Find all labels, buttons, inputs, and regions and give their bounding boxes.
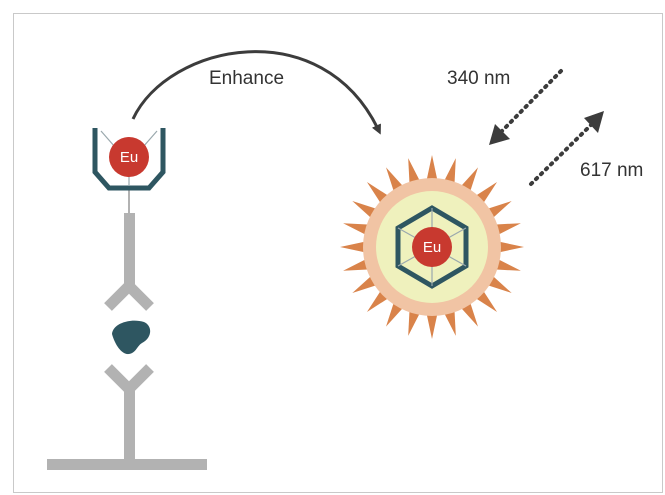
sun-ray <box>426 312 438 339</box>
antigen-shape <box>112 320 151 355</box>
excitation-dotted-line <box>500 69 563 133</box>
excitation-wavelength-label: 340 nm <box>447 68 510 89</box>
emission-dotted-line <box>529 122 594 186</box>
excitation-arrowhead <box>489 124 510 145</box>
sun-ray <box>494 258 521 271</box>
sun-ray <box>408 158 421 185</box>
assay-stack: Eu <box>47 128 207 470</box>
enhance-arrow <box>131 50 381 135</box>
emission-arrowhead <box>584 111 604 133</box>
sun-ray <box>497 241 524 253</box>
emission-wavelength-label: 617 nm <box>580 160 643 181</box>
sun-ray <box>426 155 438 182</box>
europium-ion-left: Eu <box>109 137 149 177</box>
enhance-label: Enhance <box>209 68 284 89</box>
fluorescent-micelle: Eu <box>340 155 524 339</box>
sun-ray <box>443 309 456 336</box>
sun-ray <box>343 223 370 236</box>
detection-antibody-arms <box>104 278 154 311</box>
sun-rays <box>340 155 524 339</box>
detection-antibody-stem <box>124 213 135 288</box>
capture-antibody-arms <box>104 364 154 397</box>
sun-ray <box>494 223 521 236</box>
plate-surface <box>47 459 207 470</box>
figure-frame <box>13 13 663 493</box>
sun-ray <box>340 241 367 253</box>
europium-ion-right: Eu <box>412 227 452 267</box>
sun-ray <box>343 258 370 271</box>
sun-ray <box>443 158 456 185</box>
europium-label-left: Eu <box>120 149 138 166</box>
sun-ray <box>408 309 421 336</box>
capture-antibody-stem <box>124 387 135 460</box>
europium-label-right: Eu <box>423 239 441 256</box>
